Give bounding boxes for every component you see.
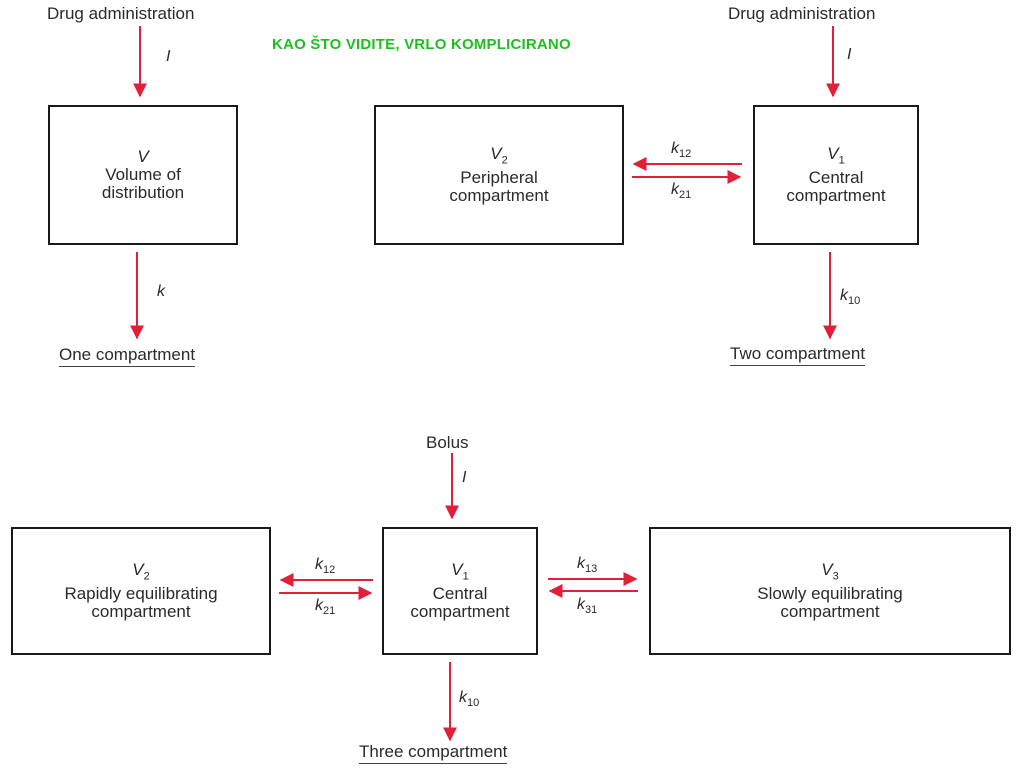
headline-note: KAO ŠTO VIDITE, VRLO KOMPLICIRANO [272, 36, 571, 53]
one-volume-line1: Volume of [105, 165, 181, 184]
three-k31-label: k31 [577, 596, 598, 617]
three-k21-label: k21 [315, 597, 336, 618]
three-slow-symbol: V3 [821, 559, 839, 583]
three-rapid-line2: compartment [91, 602, 191, 622]
two-k10-label: k10 [840, 287, 861, 308]
two-peripheral-symbol: V2 [490, 143, 508, 167]
two-input-label: Drug administration [728, 4, 876, 23]
three-slow-line1: Slowly equilibrating [757, 584, 903, 604]
three-central-box: V1 Central compartment [382, 527, 538, 655]
two-central-line2: compartment [786, 186, 886, 206]
three-central-symbol: V1 [451, 559, 469, 583]
two-k21-label: k21 [671, 181, 692, 202]
one-volume-line2: distribution [101, 183, 185, 202]
three-input-rate: I [462, 469, 467, 486]
one-compartment-title: One compartment [59, 345, 196, 367]
two-central-line1: Central [808, 168, 864, 188]
two-central-box: V1 Central compartment [753, 105, 919, 245]
three-central-line2: compartment [410, 602, 510, 622]
one-volume-box: V Volume of distribution [48, 105, 238, 245]
two-k12-label: k12 [671, 140, 692, 161]
three-input-label: Bolus [426, 433, 469, 452]
one-input-label: Drug administration [47, 4, 195, 23]
two-input-rate: I [847, 46, 852, 63]
three-k10-label: k10 [459, 689, 480, 710]
one-elim-constant: k [157, 283, 165, 300]
two-compartment-title: Two compartment [730, 344, 866, 366]
three-slow-box: V3 Slowly equilibrating compartment [649, 527, 1011, 655]
three-rapid-box: V2 Rapidly equilibrating compartment [11, 527, 271, 655]
one-volume-symbol: V [137, 147, 149, 166]
one-input-rate: I [166, 48, 171, 65]
three-rapid-symbol: V2 [132, 559, 150, 583]
three-compartment-title: Three compartment [359, 742, 508, 764]
three-slow-line2: compartment [780, 602, 880, 622]
three-central-line1: Central [432, 584, 488, 604]
two-peripheral-box: V2 Peripheral compartment [374, 105, 624, 245]
three-k12-label: k12 [315, 556, 336, 577]
two-peripheral-line2: compartment [449, 186, 549, 206]
two-central-symbol: V1 [827, 143, 845, 167]
two-peripheral-line1: Peripheral [460, 168, 538, 188]
three-rapid-line1: Rapidly equilibrating [64, 584, 218, 604]
three-k13-label: k13 [577, 555, 598, 576]
